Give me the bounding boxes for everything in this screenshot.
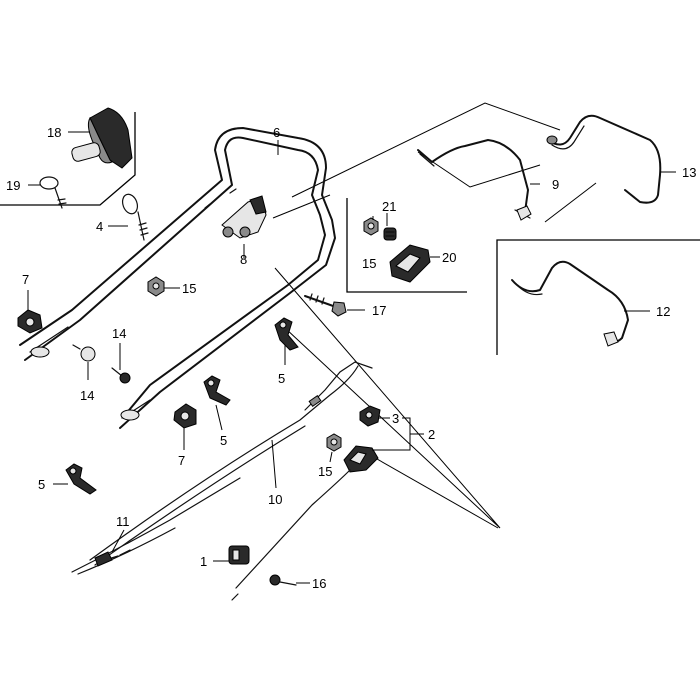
nut-part-15-lower <box>326 433 342 452</box>
cable-lower-long <box>231 469 351 601</box>
projection-lines <box>272 102 597 529</box>
callout-9: 9 <box>552 177 559 192</box>
bolt-part-17 <box>304 293 347 317</box>
callout-6: 6 <box>273 125 280 140</box>
cable-clip-part-5-middle <box>203 375 231 406</box>
callout-13: 13 <box>682 165 696 180</box>
rod-part-12 <box>511 260 629 347</box>
callout-4: 4 <box>96 219 103 234</box>
handle-end-left <box>30 346 50 358</box>
callout-21: 21 <box>382 199 396 214</box>
screw-part-14-right <box>111 367 131 384</box>
clip-nut-part-7-lower <box>173 403 197 429</box>
eye-bolt-part-19 <box>39 176 67 209</box>
callout-20: 20 <box>442 250 456 265</box>
screw-part-14-left <box>72 344 96 362</box>
callout-5-upper: 5 <box>278 371 285 386</box>
nut-part-15-left <box>147 276 165 297</box>
nut-part-15-center <box>363 217 379 236</box>
cable-part-11 <box>71 477 241 575</box>
throttle-assembly-part-2 <box>343 445 379 473</box>
knob-part-18 <box>71 107 133 169</box>
callout-18: 18 <box>47 125 61 140</box>
inset-frame-top-left <box>0 112 136 206</box>
cable-clip-part-5-lower <box>65 463 97 495</box>
callout-14-upper: 14 <box>112 326 126 341</box>
callout-14-lower: 14 <box>80 388 94 403</box>
callout-15-left: 15 <box>182 281 196 296</box>
inset-frame-center <box>346 198 467 293</box>
callout-7-lower: 7 <box>178 453 185 468</box>
callout-5-lower: 5 <box>38 477 45 492</box>
callout-17: 17 <box>372 303 386 318</box>
handle-frame-part-6 <box>19 127 336 429</box>
callout-12: 12 <box>656 304 670 319</box>
cable-clip-part-5-upper <box>274 317 299 351</box>
callout-11: 11 <box>116 514 130 529</box>
lever-part-3 <box>359 405 381 427</box>
bolt-part-16 <box>269 574 297 586</box>
callout-leaders <box>27 131 676 584</box>
callout-8: 8 <box>240 252 247 267</box>
callout-19: 19 <box>6 178 20 193</box>
callout-15-center: 15 <box>362 256 376 271</box>
handle-end-right <box>120 409 140 421</box>
callout-labels: 18 19 4 6 8 7 15 21 15 20 17 14 14 5 5 7… <box>6 125 696 591</box>
callout-15-lower: 15 <box>318 464 332 479</box>
rod-part-13 <box>546 114 662 204</box>
callout-10: 10 <box>268 492 282 507</box>
eye-bolt-part-4 <box>121 193 149 241</box>
cable-guide-part-20 <box>389 244 431 283</box>
callout-5-middle: 5 <box>220 433 227 448</box>
spring-part-21 <box>383 227 397 241</box>
bracket-part-8 <box>221 195 267 239</box>
rod-part-9 <box>417 139 532 221</box>
callout-2: 2 <box>428 427 435 442</box>
callout-1: 1 <box>200 554 207 569</box>
clip-part-1 <box>228 545 250 565</box>
callout-7-upper: 7 <box>22 272 29 287</box>
inset-frame-right <box>496 239 700 355</box>
callout-16: 16 <box>312 576 326 591</box>
callout-3: 3 <box>392 411 399 426</box>
clip-nut-part-7-upper <box>17 309 43 334</box>
